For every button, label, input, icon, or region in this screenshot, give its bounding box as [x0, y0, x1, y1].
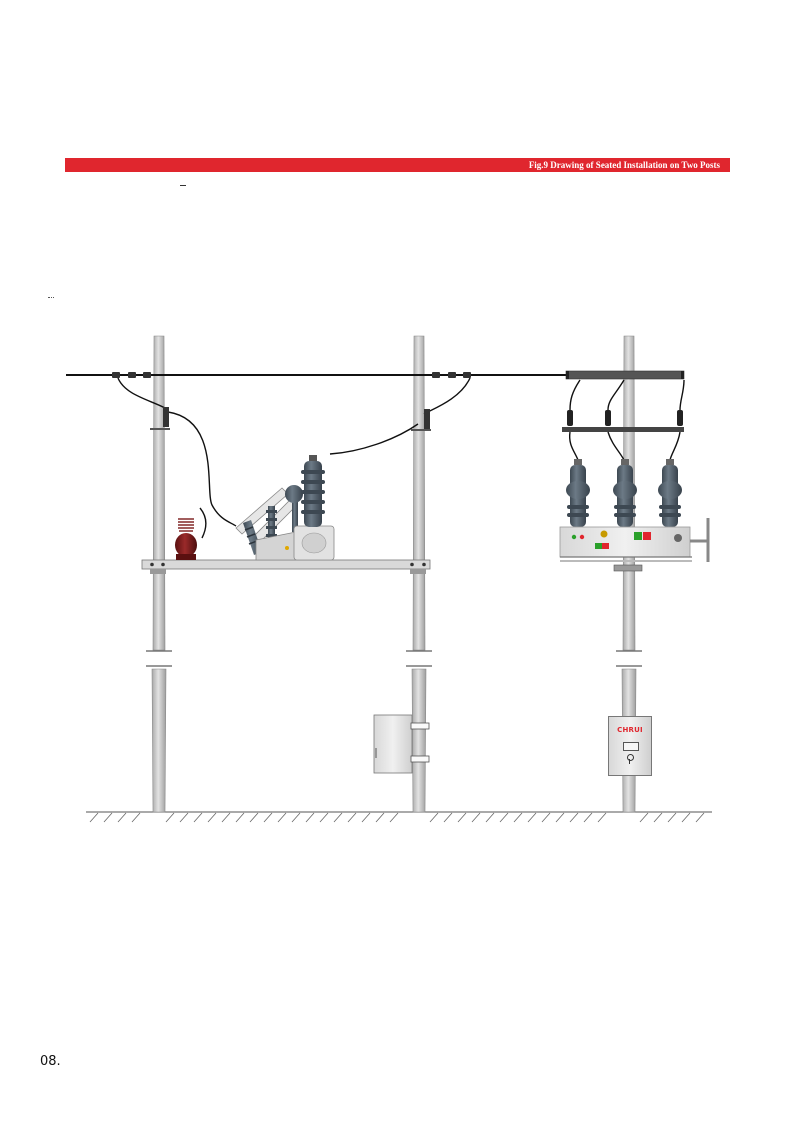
line-clamp-middle [432, 372, 471, 378]
control-box-brand: CHRUI [617, 726, 643, 734]
ground [86, 811, 712, 823]
pin-insulator-left [150, 407, 170, 430]
breaker-bushing-b [613, 459, 637, 527]
breaker-cabinet-front [559, 518, 710, 572]
control-box-right: CHRUI [608, 716, 652, 776]
control-box-lock-icon [627, 754, 634, 761]
breaker-bushing-a [566, 459, 590, 527]
main-bushing [301, 455, 325, 527]
support-insulators [266, 500, 298, 546]
stray-dots [48, 297, 54, 299]
phase-jumpers [568, 379, 685, 461]
line-clamp-left [112, 372, 151, 378]
page-number: 08. [40, 1054, 61, 1069]
control-box-display [623, 742, 639, 751]
breaker-bushing-c [658, 459, 682, 527]
top-crossarm [565, 370, 685, 380]
control-box-lock-stem [629, 759, 630, 764]
circuit-breaker-side-view [235, 455, 335, 561]
control-box-middle [373, 714, 430, 774]
platform-crossbeam [141, 559, 431, 574]
stray-mark [180, 185, 186, 186]
pin-insulator-middle [411, 409, 431, 431]
overhead-line [66, 372, 570, 378]
line-insulators [567, 410, 683, 426]
figure-caption-bar: Fig.9 Drawing of Seated Installation on … [65, 158, 730, 172]
ground-hatching [89, 812, 705, 823]
potential-transformer [175, 518, 197, 560]
lower-crossarm [562, 427, 684, 432]
figure-caption: Fig.9 Drawing of Seated Installation on … [528, 160, 720, 170]
